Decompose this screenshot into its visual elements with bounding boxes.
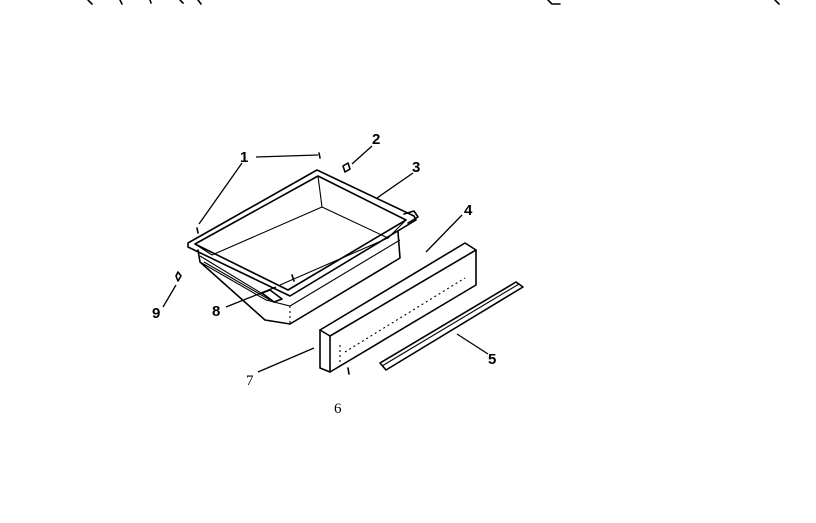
- callout-8: 8: [212, 303, 220, 320]
- callout-1: 1: [240, 149, 248, 166]
- callout-2: 2: [372, 131, 380, 148]
- callout-9: 9: [152, 305, 160, 322]
- callout-7: 7: [246, 373, 254, 389]
- top-edge-fragments: [87, 0, 780, 5]
- drawer-front-panel: [319, 242, 477, 373]
- hardware-parts: [175, 152, 351, 375]
- callout-labels: 1 2 3 4 5 6 7 8 9: [152, 131, 496, 417]
- trim-strip: [379, 281, 524, 371]
- callout-3: 3: [412, 159, 420, 176]
- callout-4: 4: [464, 202, 473, 219]
- callout-5: 5: [488, 351, 496, 368]
- leader-lines: [162, 145, 489, 373]
- callout-6: 6: [334, 401, 342, 417]
